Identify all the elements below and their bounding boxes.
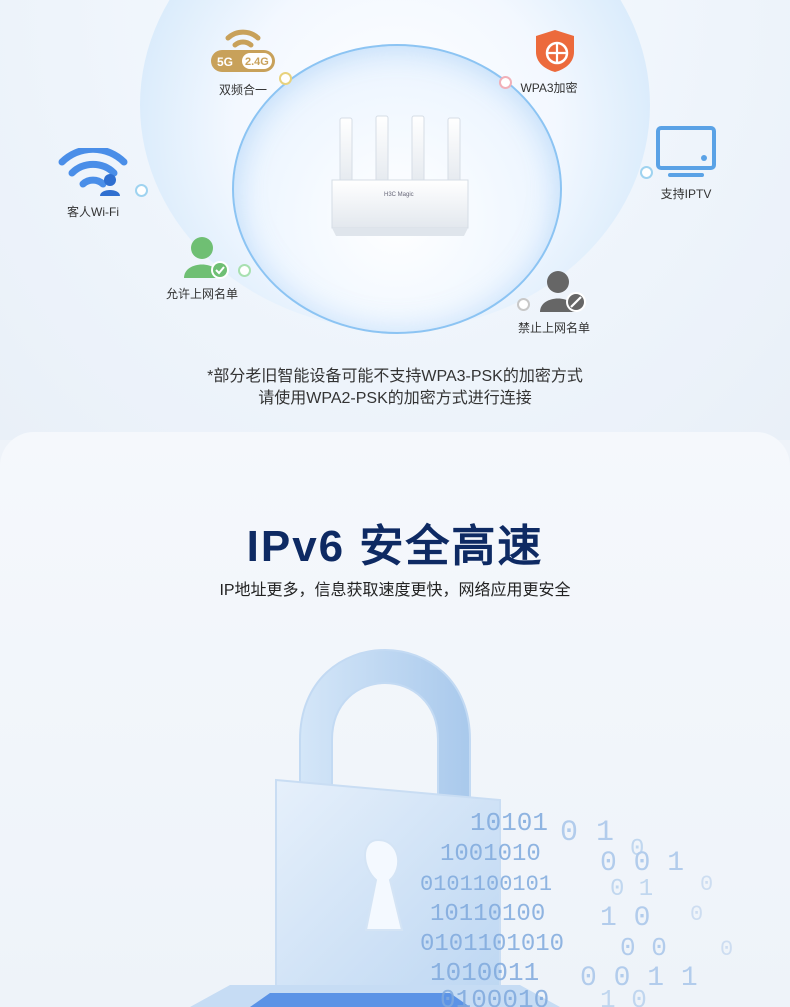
svg-text:1 0: 1 0 bbox=[600, 985, 647, 1007]
feature-label: 支持IPTV bbox=[660, 187, 712, 201]
feature-allow-list: 允许上网名单 bbox=[166, 234, 238, 302]
compat-note-line1: *部分老旧智能设备可能不支持WPA3-PSK的加密方式 bbox=[207, 368, 583, 385]
connector-dot bbox=[517, 298, 530, 311]
router-brand-text: H3C Magic bbox=[384, 192, 414, 198]
wifi-features-section: H3C Magic 5G 2.4G 双频合一 WPA3加密 客人 bbox=[0, 0, 790, 440]
svg-text:0 0 1 1: 0 0 1 1 bbox=[580, 963, 698, 994]
feature-label: 双频合一 bbox=[218, 83, 267, 97]
feature-label: WPA3加密 bbox=[520, 81, 578, 95]
svg-text:0 1: 0 1 bbox=[610, 876, 653, 903]
wpa3-shield-icon bbox=[536, 30, 574, 72]
feature-iptv: 支持IPTV bbox=[654, 126, 718, 202]
tv-icon bbox=[656, 126, 716, 177]
svg-text:0 0: 0 0 bbox=[620, 933, 667, 963]
block-user-icon bbox=[540, 271, 586, 312]
allow-user-icon bbox=[184, 237, 229, 279]
svg-text:0 0 1: 0 0 1 bbox=[600, 848, 684, 879]
svg-text:1001010: 1001010 bbox=[440, 841, 541, 868]
svg-text:10101: 10101 bbox=[470, 808, 548, 838]
connector-dot bbox=[640, 166, 653, 179]
connector-dot bbox=[279, 72, 292, 85]
connector-dot bbox=[135, 184, 148, 197]
feature-dual-band: 5G 2.4G 双频合一 bbox=[208, 20, 278, 98]
feature-label: 允许上网名单 bbox=[166, 287, 239, 301]
svg-text:0101100101: 0101100101 bbox=[420, 872, 552, 897]
svg-text:0: 0 bbox=[700, 872, 713, 897]
router-image: H3C Magic bbox=[331, 115, 469, 236]
svg-text:0: 0 bbox=[690, 902, 703, 927]
feature-label: 客人Wi-Fi bbox=[67, 205, 119, 219]
svg-text:10110100: 10110100 bbox=[430, 901, 545, 928]
feature-wpa3: WPA3加密 bbox=[520, 28, 578, 96]
feature-block-list: 禁止上网名单 bbox=[518, 268, 590, 336]
ipv6-title: IPv6 安全高速 bbox=[246, 522, 544, 571]
svg-text:0 1: 0 1 bbox=[560, 816, 614, 850]
compat-note-line2: 请使用WPA2-PSK的加密方式进行连接 bbox=[258, 390, 532, 407]
svg-text:0101101010: 0101101010 bbox=[420, 931, 564, 958]
feature-label: 禁止上网名单 bbox=[518, 321, 591, 335]
connector-dot bbox=[499, 76, 512, 89]
svg-text:0: 0 bbox=[630, 836, 644, 863]
svg-text:0: 0 bbox=[720, 937, 733, 962]
badge-5g: 5G bbox=[217, 55, 233, 69]
feature-guest-wifi: 客人Wi-Fi bbox=[58, 145, 128, 220]
dual-band-wifi-icon: 5G 2.4G bbox=[211, 29, 275, 72]
ipv6-subtitle: IP地址更多，信息获取速度更快，网络应用更安全 bbox=[219, 582, 571, 599]
guest-wifi-icon bbox=[58, 145, 128, 196]
connector-dot bbox=[238, 264, 251, 277]
svg-text:1 0: 1 0 bbox=[600, 903, 650, 934]
svg-text:1010011: 1010011 bbox=[430, 958, 539, 988]
badge-24g: 2.4G bbox=[245, 56, 269, 68]
router-ring bbox=[232, 44, 562, 334]
svg-text:0100010: 0100010 bbox=[440, 985, 549, 1007]
